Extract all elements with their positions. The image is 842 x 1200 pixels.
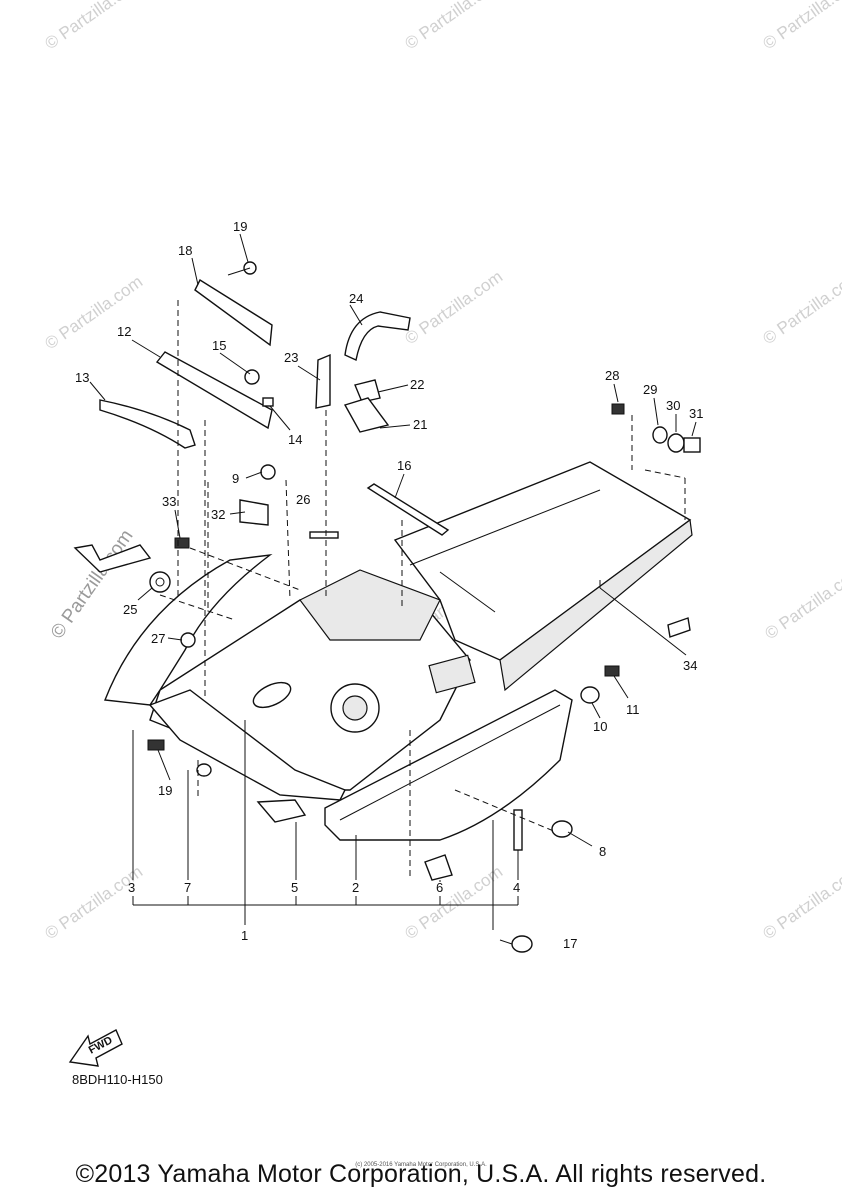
watermark: © Partzilla.com [41, 862, 146, 943]
callout-12: 12 [117, 324, 131, 339]
callout-11: 11 [626, 702, 640, 717]
callout-3: 3 [128, 880, 135, 895]
callout-1: 1 [241, 928, 248, 943]
part-13-rod [99, 399, 196, 449]
leader-lines [89, 233, 697, 945]
watermark: © Partzilla.com [401, 267, 506, 348]
watermark: © Partzilla.com [47, 526, 138, 643]
watermark: © Partzilla.com [41, 272, 146, 353]
callout-27: 27 [151, 631, 165, 646]
callout-19: 19 [233, 219, 247, 234]
part-21-pad [343, 397, 390, 433]
callouts: 19 18 24 12 15 23 13 22 28 29 30 31 21 1… [75, 219, 703, 951]
callout-33: 33 [162, 494, 176, 509]
watermark: © Partzilla.com [401, 0, 506, 53]
lower-rail [148, 689, 346, 801]
copyright: ©2013 Yamaha Motor Corporation, U.S.A. A… [75, 1160, 767, 1188]
callout-25: 25 [123, 602, 137, 617]
rear-tunnel-side [499, 518, 693, 692]
callout-6: 6 [436, 880, 443, 895]
frame-assembly [104, 461, 693, 841]
callout-31: 31 [689, 406, 703, 421]
callout-2: 2 [352, 880, 359, 895]
callout-5: 5 [291, 880, 298, 895]
part-5-guide [256, 799, 307, 823]
part-32-bracket [239, 499, 269, 526]
diagram-code: 8BDH110-H150 [72, 1072, 163, 1087]
callout-14: 14 [288, 432, 302, 447]
callout-13: 13 [75, 370, 89, 385]
small-parts [73, 261, 701, 953]
callout-26: 26 [296, 492, 310, 507]
watermark: © Partzilla.com [759, 267, 842, 348]
callout-8: 8 [599, 844, 606, 859]
callout-28: 28 [605, 368, 619, 383]
part-22-pad [354, 379, 381, 403]
callout-23: 23 [284, 350, 298, 365]
front-frame-top [299, 569, 441, 641]
watermark: © Partzilla.com [41, 0, 146, 53]
callout-17: 17 [563, 936, 577, 951]
tool-handle [73, 544, 152, 573]
watermark: © Partzilla.com [759, 862, 842, 943]
callout-30: 30 [666, 398, 680, 413]
part-23-bracket [315, 353, 331, 409]
watermark: © Partzilla.com [401, 862, 506, 943]
watermark: © Partzilla.com [761, 562, 842, 643]
part-6-clamp [424, 854, 453, 881]
callout-18: 18 [178, 243, 192, 258]
callout-32: 32 [211, 507, 225, 522]
callout-4: 4 [513, 880, 520, 895]
callout-15: 15 [212, 338, 226, 353]
callout-10: 10 [593, 719, 607, 734]
callout-34: 34 [683, 658, 697, 673]
copyright-small: (c) 2005-2016 Yamaha Motor Corporation, … [355, 1162, 487, 1168]
part-34-decal [667, 617, 691, 638]
part-16-strip [366, 483, 450, 536]
callout-22: 22 [410, 377, 424, 392]
callout-7: 7 [184, 880, 191, 895]
part-18-plate [194, 278, 273, 347]
callout-21: 21 [413, 417, 427, 432]
part-24-handle [344, 311, 411, 362]
callout-19: 19 [158, 783, 172, 798]
callout-29: 29 [643, 382, 657, 397]
running-board [324, 689, 573, 841]
callout-16: 16 [397, 458, 411, 473]
watermark: © Partzilla.com [759, 0, 842, 53]
part-12-plate [155, 351, 273, 430]
fwd-arrow-icon: FWD [68, 1029, 123, 1067]
callout-9: 9 [232, 471, 239, 486]
parts-diagram: © Partzilla.com © Partzilla.com © Partzi… [41, 0, 842, 1067]
callout-24: 24 [349, 291, 363, 306]
